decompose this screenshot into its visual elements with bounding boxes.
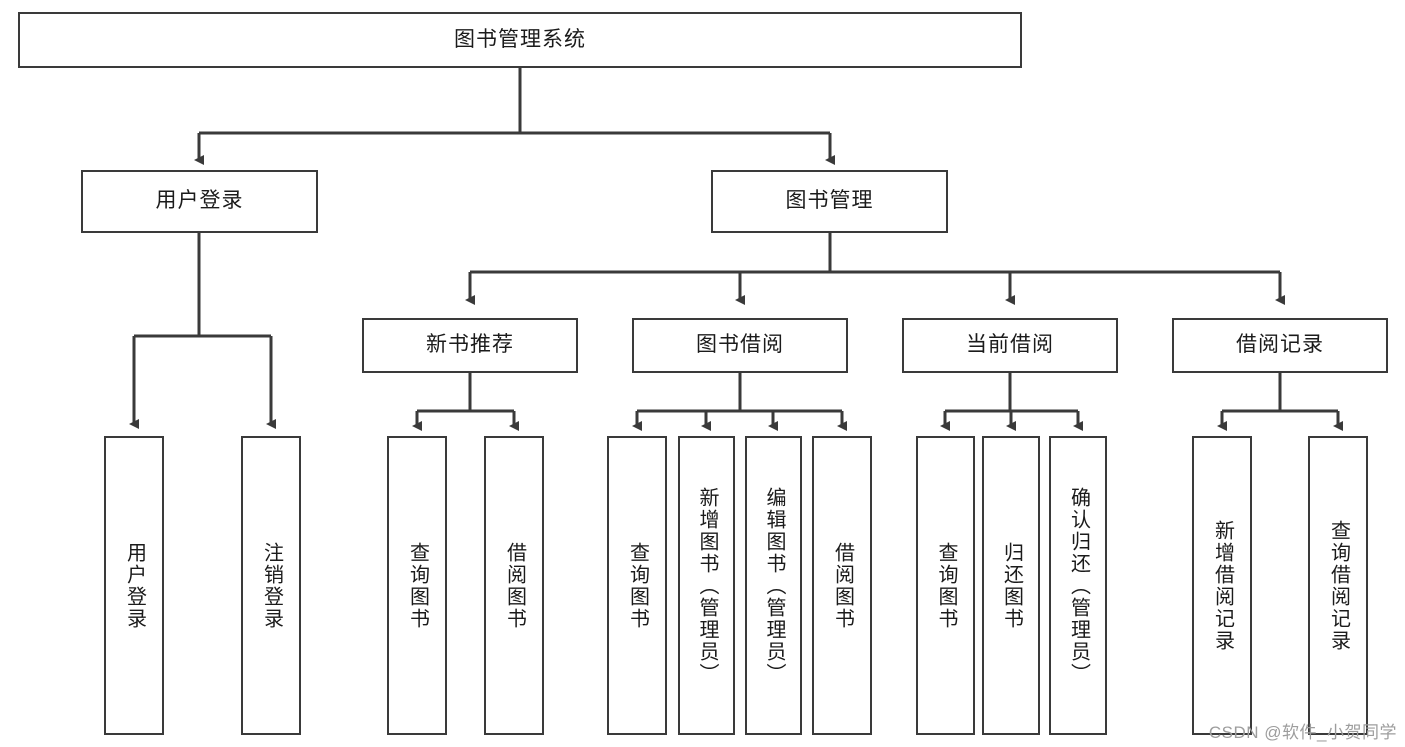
leaf-record-add-record[interactable]: 新增借阅记录 — [1192, 436, 1252, 735]
node-root-system[interactable]: 图书管理系统 — [18, 12, 1022, 68]
node-borrow-record[interactable]: 借阅记录 — [1172, 318, 1388, 373]
node-label: 当前借阅 — [966, 333, 1054, 357]
node-label: 用户登录 — [155, 189, 244, 213]
node-label: 借阅图书 — [503, 541, 526, 630]
node-label: 查询图书 — [406, 541, 429, 630]
node-label: 借阅记录 — [1236, 333, 1324, 357]
node-label: 注销登录 — [260, 541, 283, 630]
node-label: 归还图书 — [1000, 541, 1023, 630]
node-label: 用户登录 — [123, 541, 146, 630]
leaf-recommend-query-book[interactable]: 查询图书 — [387, 436, 447, 735]
node-label: 确认归还（管理员） — [1067, 486, 1090, 685]
watermark-text: CSDN @软件_小贺同学 — [1208, 723, 1397, 742]
leaf-current-confirm-return[interactable]: 确认归还（管理员） — [1049, 436, 1107, 735]
node-book-management[interactable]: 图书管理 — [711, 170, 948, 233]
node-label: 新书推荐 — [426, 333, 514, 357]
node-label: 编辑图书（管理员） — [763, 486, 785, 685]
node-label: 借阅图书 — [831, 541, 854, 630]
leaf-borrow-edit-book[interactable]: 编辑图书（管理员） — [745, 436, 802, 735]
leaf-record-query-record[interactable]: 查询借阅记录 — [1308, 436, 1368, 735]
node-label: 新增图书（管理员） — [696, 486, 718, 685]
node-label: 新增借阅记录 — [1211, 519, 1234, 652]
node-label: 查询图书 — [626, 541, 649, 630]
node-new-book-recommend[interactable]: 新书推荐 — [362, 318, 578, 373]
leaf-current-return-book[interactable]: 归还图书 — [982, 436, 1040, 735]
leaf-user-login-logout[interactable]: 注销登录 — [241, 436, 301, 735]
node-label: 图书借阅 — [696, 333, 784, 357]
leaf-current-query-book[interactable]: 查询图书 — [916, 436, 975, 735]
node-label: 图书管理系统 — [454, 27, 586, 51]
node-current-borrow[interactable]: 当前借阅 — [902, 318, 1118, 373]
leaf-borrow-borrow-book[interactable]: 借阅图书 — [812, 436, 872, 735]
node-book-borrow[interactable]: 图书借阅 — [632, 318, 848, 373]
node-label: 查询图书 — [935, 541, 957, 630]
leaf-borrow-query-book[interactable]: 查询图书 — [607, 436, 667, 735]
node-label: 图书管理 — [785, 189, 874, 213]
leaf-user-login-login[interactable]: 用户登录 — [104, 436, 164, 735]
node-label: 查询借阅记录 — [1327, 519, 1350, 652]
node-user-login[interactable]: 用户登录 — [81, 170, 318, 233]
leaf-borrow-add-book[interactable]: 新增图书（管理员） — [678, 436, 735, 735]
leaf-recommend-borrow-book[interactable]: 借阅图书 — [484, 436, 544, 735]
